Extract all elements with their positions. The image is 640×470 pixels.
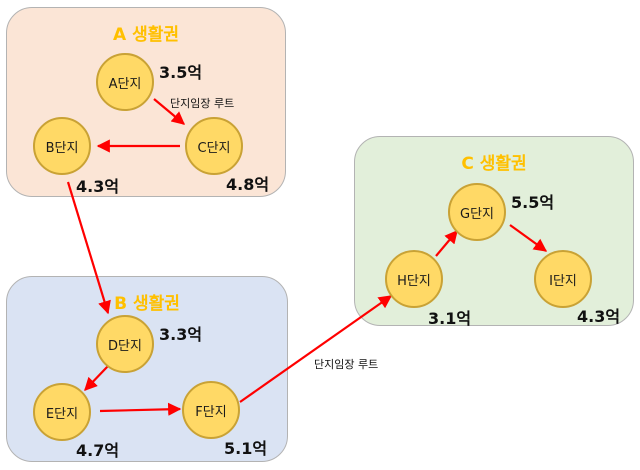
node-c: C단지: [185, 117, 243, 175]
node-g: G단지: [448, 183, 506, 241]
node-g-value: 5.5억: [511, 193, 555, 212]
node-i-label: I단지: [549, 273, 577, 289]
node-h-value: 3.1억: [428, 309, 472, 328]
node-e: E단지: [33, 383, 91, 441]
node-d-label: D단지: [108, 338, 142, 354]
node-e-label: E단지: [45, 406, 79, 422]
node-b: B단지: [33, 117, 91, 175]
node-h-label: H단지: [397, 273, 431, 289]
node-d-value: 3.3억: [159, 325, 203, 344]
node-i-value: 4.3억: [577, 307, 621, 326]
node-h: H단지: [385, 250, 443, 308]
node-f-value: 5.1억: [224, 439, 268, 458]
zone-b-title: B 생활권: [114, 294, 180, 314]
node-f-label: F단지: [195, 404, 227, 420]
node-g-label: G단지: [460, 206, 494, 222]
node-c-value: 4.8억: [226, 175, 270, 194]
route-label-top: 단지임장 루트: [170, 97, 235, 110]
route-label-middle: 단지임장 루트: [314, 358, 379, 371]
node-a-label: A단지: [108, 76, 142, 92]
node-f: F단지: [182, 381, 240, 439]
node-c-label: C단지: [197, 140, 231, 156]
zone-c-title: C 생활권: [461, 154, 527, 174]
node-d: D단지: [96, 315, 154, 373]
node-a-value: 3.5억: [159, 63, 203, 82]
node-b-label: B단지: [45, 140, 79, 156]
node-b-value: 4.3억: [76, 177, 120, 196]
node-e-value: 4.7억: [76, 441, 120, 460]
node-i: I단지: [534, 250, 592, 308]
node-a: A단지: [96, 53, 154, 111]
zone-a-title: A 생활권: [113, 25, 179, 45]
